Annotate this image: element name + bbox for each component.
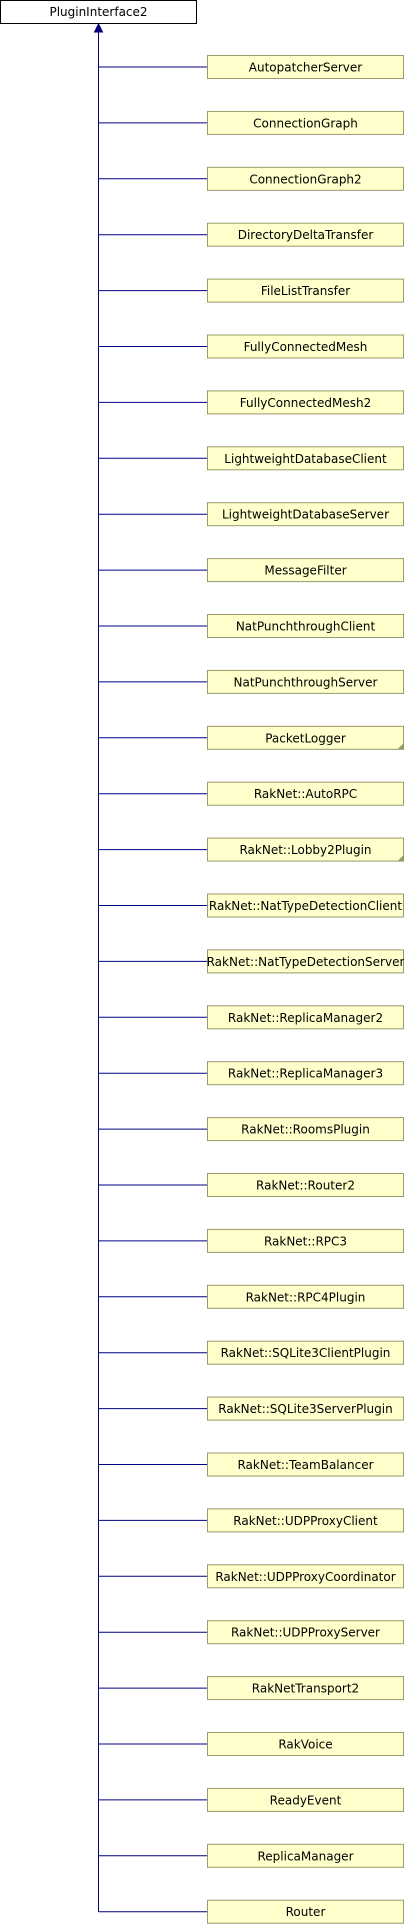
class-node-label[interactable]: FileListTransfer: [261, 284, 350, 298]
more-subclasses-icon: [397, 743, 404, 750]
class-node-label[interactable]: RakNetTransport2: [252, 1682, 359, 1696]
class-node-label[interactable]: RakNet::NatTypeDetectionClient: [209, 899, 402, 913]
inheritance-edges: [93, 22, 208, 1913]
class-node-raknet-sqlite3clientplugin[interactable]: RakNet::SQLite3ClientPlugin: [207, 1340, 404, 1365]
root-node[interactable]: PluginInterface2: [0, 0, 197, 24]
class-node-label[interactable]: RakNet::RoomsPlugin: [241, 1123, 370, 1137]
class-node-raknet-router2[interactable]: RakNet::Router2: [207, 1173, 404, 1197]
class-node-label[interactable]: RakNet::Lobby2Plugin: [239, 843, 371, 857]
class-node-raknettransport2[interactable]: RakNetTransport2: [207, 1676, 404, 1701]
class-node-raknet-udpproxycoordinator[interactable]: RakNet::UDPProxyCoordinator: [207, 1564, 404, 1589]
class-node-lightweightdatabaseserver[interactable]: LightweightDatabaseServer: [207, 502, 404, 527]
class-node-fullyconnectedmesh[interactable]: FullyConnectedMesh: [207, 334, 404, 359]
class-node-raknet-rpc4plugin[interactable]: RakNet::RPC4Plugin: [207, 1284, 404, 1309]
class-node-label[interactable]: RakNet::ReplicaManager2: [228, 1011, 383, 1025]
class-node-replicamanager[interactable]: ReplicaManager: [207, 1843, 404, 1868]
class-node-label[interactable]: ConnectionGraph2: [249, 172, 361, 186]
class-node-raknet-autorpc[interactable]: RakNet::AutoRPC: [207, 781, 404, 806]
class-node-label[interactable]: ReplicaManager: [257, 1849, 353, 1863]
class-node-raknet-nattypedetectionclient[interactable]: RakNet::NatTypeDetectionClient: [207, 893, 404, 918]
class-node-label[interactable]: NatPunchthroughServer: [234, 675, 378, 689]
more-subclasses-icon: [397, 855, 404, 862]
class-node-raknet-sqlite3serverplugin[interactable]: RakNet::SQLite3ServerPlugin: [207, 1396, 404, 1421]
class-node-label[interactable]: DirectoryDeltaTransfer: [238, 228, 374, 242]
class-node-label[interactable]: ConnectionGraph: [253, 116, 358, 130]
class-node-label[interactable]: RakNet::UDPProxyClient: [233, 1514, 378, 1528]
class-node-router[interactable]: Router: [207, 1899, 404, 1924]
class-node-raknet-teambalancer[interactable]: RakNet::TeamBalancer: [207, 1452, 404, 1477]
class-node-label[interactable]: RakNet::SQLite3ClientPlugin: [221, 1346, 391, 1360]
derived-class-nodes: AutopatcherServerConnectionGraphConnecti…: [207, 55, 404, 1924]
class-node-label[interactable]: RakNet::UDPProxyCoordinator: [215, 1570, 395, 1584]
class-node-label[interactable]: RakNet::TeamBalancer: [237, 1458, 373, 1472]
class-node-label[interactable]: RakNet::AutoRPC: [254, 787, 357, 801]
class-node-label[interactable]: RakNet::NatTypeDetectionServer: [207, 955, 404, 969]
class-node-autopatcherserver[interactable]: AutopatcherServer: [207, 55, 404, 79]
class-node-label[interactable]: RakNet::Router2: [256, 1179, 355, 1193]
class-node-raknet-roomsplugin[interactable]: RakNet::RoomsPlugin: [207, 1117, 404, 1142]
class-node-label[interactable]: RakNet::ReplicaManager3: [228, 1067, 383, 1081]
class-node-raknet-rpc3[interactable]: RakNet::RPC3: [207, 1228, 404, 1253]
class-node-raknet-replicamanager2[interactable]: RakNet::ReplicaManager2: [207, 1005, 404, 1030]
class-node-label[interactable]: AutopatcherServer: [249, 61, 362, 75]
class-node-connectiongraph[interactable]: ConnectionGraph: [207, 110, 404, 135]
class-node-rakvoice[interactable]: RakVoice: [207, 1732, 404, 1756]
class-node-readyevent[interactable]: ReadyEvent: [207, 1787, 404, 1812]
class-node-natpunchthroughserver[interactable]: NatPunchthroughServer: [207, 669, 404, 694]
class-node-label[interactable]: RakNet::SQLite3ServerPlugin: [218, 1402, 392, 1416]
class-node-raknet-udpproxyserver[interactable]: RakNet::UDPProxyServer: [207, 1620, 404, 1645]
class-node-label[interactable]: LightweightDatabaseClient: [224, 452, 387, 466]
inheritance-arrow-icon: [93, 22, 104, 33]
class-node-label[interactable]: ReadyEvent: [270, 1793, 342, 1807]
class-node-lightweightdatabaseclient[interactable]: LightweightDatabaseClient: [207, 446, 404, 471]
class-node-label[interactable]: Router: [286, 1905, 326, 1919]
class-node-label[interactable]: RakVoice: [278, 1738, 332, 1752]
class-node-packetlogger[interactable]: PacketLogger: [207, 725, 404, 750]
root-node-label[interactable]: PluginInterface2: [49, 5, 147, 19]
class-node-label[interactable]: LightweightDatabaseServer: [222, 508, 389, 522]
class-node-label[interactable]: FullyConnectedMesh: [244, 340, 368, 354]
class-node-label[interactable]: MessageFilter: [264, 564, 346, 578]
class-node-messagefilter[interactable]: MessageFilter: [207, 558, 404, 583]
class-node-raknet-lobby2plugin[interactable]: RakNet::Lobby2Plugin: [207, 837, 404, 862]
class-node-raknet-udpproxyclient[interactable]: RakNet::UDPProxyClient: [207, 1508, 404, 1533]
class-node-directorydeltatransfer[interactable]: DirectoryDeltaTransfer: [207, 222, 404, 247]
class-node-connectiongraph2[interactable]: ConnectionGraph2: [207, 166, 404, 191]
class-node-label[interactable]: RakNet::RPC4Plugin: [246, 1290, 366, 1304]
class-node-label[interactable]: FullyConnectedMesh2: [240, 396, 371, 410]
class-node-filelisttransfer[interactable]: FileListTransfer: [207, 278, 404, 303]
class-node-label[interactable]: RakNet::RPC3: [264, 1234, 347, 1248]
class-node-label[interactable]: NatPunchthroughClient: [236, 620, 376, 634]
class-node-raknet-nattypedetectionserver[interactable]: RakNet::NatTypeDetectionServer: [207, 949, 404, 974]
class-node-natpunchthroughclient[interactable]: NatPunchthroughClient: [207, 614, 404, 638]
class-node-label[interactable]: RakNet::UDPProxyServer: [231, 1626, 380, 1640]
class-node-fullyconnectedmesh2[interactable]: FullyConnectedMesh2: [207, 390, 404, 415]
class-node-label[interactable]: PacketLogger: [265, 731, 346, 745]
class-node-raknet-replicamanager3[interactable]: RakNet::ReplicaManager3: [207, 1061, 404, 1086]
